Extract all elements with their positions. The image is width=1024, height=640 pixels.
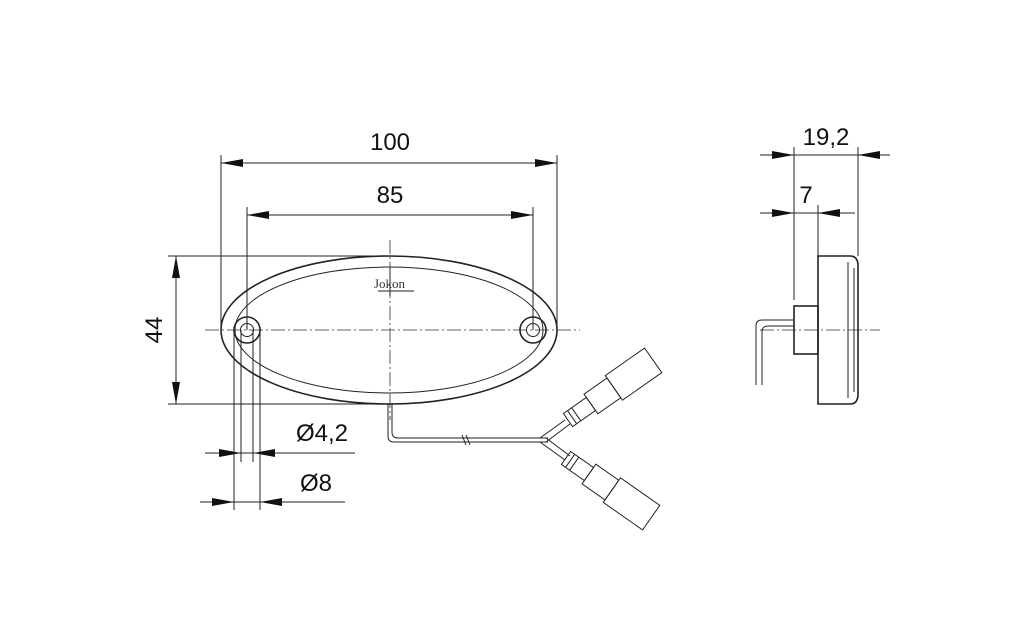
dimension-label-hole-diameter: Ø4,2 [296, 420, 348, 447]
dimension-overall-length: 100 [220, 129, 558, 330]
logo-text: Jokon [374, 276, 406, 291]
dimension-label-total-depth: 19,2 [803, 124, 850, 151]
dimension-hole-diameter: Ø4,2 [205, 330, 355, 462]
side-cable-inner [761, 325, 794, 385]
jokon-logo: Jokon [374, 268, 414, 296]
dimension-label-boss-diameter: Ø8 [300, 470, 332, 497]
cable [387, 403, 571, 461]
dimension-label-base-depth: 7 [799, 182, 812, 209]
base-grommet [793, 305, 819, 355]
lower-spade-connector [560, 450, 661, 531]
dimension-total-depth: 19,2 [760, 124, 890, 300]
front-view: Jokon [141, 129, 663, 531]
lamp-body-side [817, 255, 859, 405]
lamp-lens-oval [234, 266, 544, 394]
dimension-base-depth: 7 [760, 182, 855, 256]
dimension-boss-diameter: Ø8 [200, 330, 345, 510]
dimension-label-85: 85 [377, 182, 404, 209]
upper-spade-connector [562, 347, 663, 428]
dimension-label-100: 100 [370, 129, 410, 156]
dimension-height: 44 [141, 255, 389, 405]
side-cable-outer [755, 319, 794, 385]
dimension-label-44: 44 [141, 317, 168, 344]
dimension-hole-spacing: 85 [246, 182, 534, 330]
side-view: 19,2 7 [755, 124, 890, 405]
